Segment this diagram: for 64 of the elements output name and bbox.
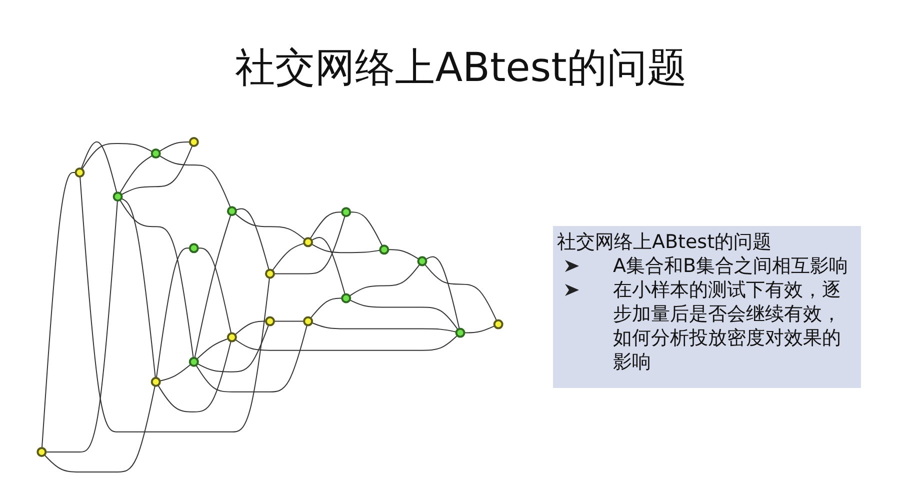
node-circle: [36, 446, 47, 457]
node-circle: [417, 256, 428, 266]
connector: [196, 324, 308, 392]
bullet-text: A集合和B集合之间相互影响: [612, 254, 850, 278]
connector: [235, 208, 270, 270]
node-circle: [455, 328, 466, 338]
panel-heading: 社交网络上ABtest的问题: [557, 230, 773, 254]
connector: [197, 248, 232, 334]
node-circle: [379, 244, 390, 255]
connector: [45, 200, 118, 452]
connector: [274, 215, 346, 274]
connector: [388, 249, 420, 260]
connector: [80, 141, 118, 194]
connector: [310, 212, 343, 240]
node-circle: [188, 356, 199, 367]
connector: [272, 242, 305, 271]
connector: [424, 264, 498, 322]
connector: [234, 213, 306, 240]
node-circle: [303, 237, 314, 248]
node-circle: [303, 316, 314, 326]
node-circle: [265, 316, 275, 326]
node-circle: [112, 192, 123, 202]
connector: [120, 198, 156, 378]
connector: [80, 176, 270, 432]
connector: [425, 256, 460, 330]
connector: [120, 145, 193, 196]
connector: [234, 335, 458, 351]
connector: [44, 385, 156, 472]
node-circle: [150, 148, 161, 159]
connector: [310, 298, 343, 319]
node-circle: [188, 137, 199, 148]
connector: [158, 155, 231, 208]
connector: [119, 155, 153, 194]
node-circle: [74, 168, 85, 178]
node-circle: [150, 376, 161, 387]
connector: [196, 338, 229, 360]
connector: [157, 340, 232, 412]
bullet-text: 在小样本的测试下有效，逐步加量后是否会继续有效，如何分析投放密度对效果的影响: [612, 278, 842, 374]
connector: [311, 244, 381, 254]
connector: [464, 325, 496, 334]
connector: [311, 236, 346, 295]
connector: [159, 364, 192, 382]
connector: [158, 142, 190, 152]
connector: [350, 212, 383, 247]
node-circle: [493, 319, 504, 330]
connector: [274, 320, 305, 322]
node-circle: [226, 206, 237, 216]
connector: [311, 322, 457, 332]
connector: [156, 248, 190, 378]
connector: [194, 214, 232, 358]
connector: [119, 199, 194, 358]
node-circle: [265, 268, 275, 279]
connector: [196, 324, 270, 372]
connector: [349, 299, 458, 330]
connector: [234, 320, 266, 336]
node-circle: [226, 332, 237, 342]
text-panel: [553, 226, 861, 388]
node-circle: [341, 293, 352, 304]
node-circle: [188, 243, 199, 254]
node-circle: [341, 207, 352, 218]
connector: [348, 264, 420, 297]
title: 社交网络上ABtest的问题: [234, 44, 688, 93]
connector: [41, 172, 76, 448]
connector: [81, 143, 153, 170]
